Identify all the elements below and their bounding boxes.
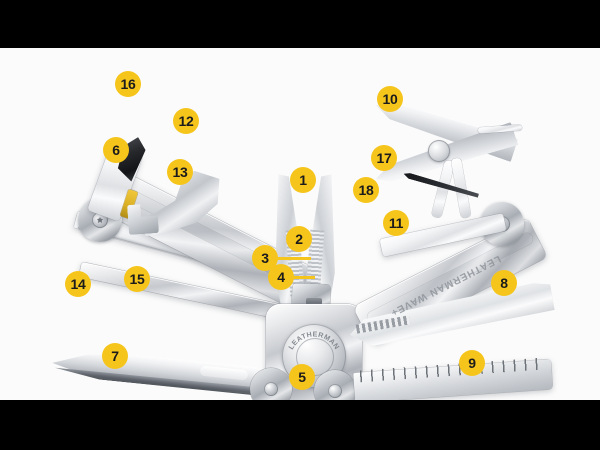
callout-badge-17[interactable]: 17 — [371, 145, 397, 171]
pivot-logo-text: LEATHERMAN — [287, 330, 340, 351]
letterbox-bar-bottom — [0, 400, 600, 450]
letterbox-bar-top — [0, 0, 600, 48]
callout-badge-1[interactable]: 1 — [290, 167, 316, 193]
callout-badge-10[interactable]: 10 — [377, 86, 403, 112]
callout-badge-2[interactable]: 2 — [286, 226, 312, 252]
callout-badge-4[interactable]: 4 — [268, 264, 294, 290]
callout-badge-6[interactable]: 6 — [103, 137, 129, 163]
pliers-pivot-ring — [296, 338, 334, 376]
callout-badge-5[interactable]: 5 — [289, 364, 315, 390]
callout-badge-11[interactable]: 11 — [383, 210, 409, 236]
callout-badge-7[interactable]: 7 — [102, 343, 128, 369]
callout-badge-8[interactable]: 8 — [491, 270, 517, 296]
pliers-hard-wire-notch-3 — [306, 298, 322, 306]
callout-badge-13[interactable]: 13 — [167, 159, 193, 185]
pliers-barrel-right-screw — [328, 384, 342, 398]
tool-scissors-pivot — [428, 140, 450, 162]
pivot-logo-engraving: LEATHERMAN — [287, 330, 341, 351]
pliers-barrel-left-screw — [264, 382, 278, 396]
callout-badge-9[interactable]: 9 — [459, 350, 485, 376]
callout-badge-16[interactable]: 16 — [115, 71, 141, 97]
product-photo: LEATHERMAN LEATHERMAN WAVE+ — [0, 48, 600, 400]
callout-leader-3 — [277, 257, 311, 260]
callout-badge-14[interactable]: 14 — [65, 271, 91, 297]
pivot-left-torx — [97, 217, 103, 223]
callout-badge-15[interactable]: 15 — [124, 266, 150, 292]
svg-text:LEATHERMAN: LEATHERMAN — [287, 330, 341, 351]
callout-leader-4 — [293, 276, 315, 279]
callout-badge-18[interactable]: 18 — [353, 177, 379, 203]
callout-badge-12[interactable]: 12 — [173, 108, 199, 134]
